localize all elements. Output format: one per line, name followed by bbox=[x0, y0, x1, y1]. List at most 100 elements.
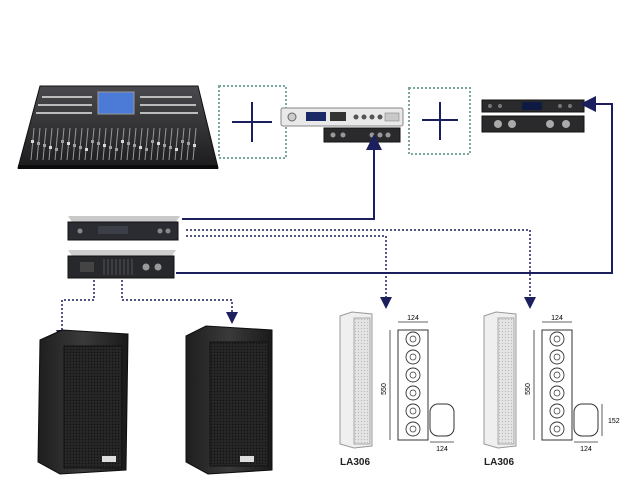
power-amplifier-1 bbox=[67, 216, 180, 241]
driver-cone bbox=[409, 353, 417, 361]
driver-cone bbox=[553, 407, 561, 415]
mixer-fader-cap bbox=[187, 142, 190, 145]
mixer-fader bbox=[174, 127, 179, 161]
speaker-cable-lines bbox=[56, 229, 536, 342]
mixer-fader bbox=[84, 127, 89, 161]
mixer-fader bbox=[180, 127, 185, 161]
digital-processor-right bbox=[481, 99, 585, 113]
plus-junction-icon bbox=[232, 102, 272, 142]
junction-box-2 bbox=[408, 87, 471, 155]
mixer-fader bbox=[90, 127, 95, 161]
column-speaker-1-model-label: LA306 bbox=[340, 457, 370, 468]
mixer-fader-cap bbox=[139, 146, 142, 149]
cable-to-column-2 bbox=[186, 229, 536, 309]
mixer-fader-cap bbox=[73, 144, 76, 147]
driver-cone bbox=[553, 353, 561, 361]
mixer-fader bbox=[54, 127, 59, 161]
mixer-fader-cap bbox=[85, 148, 88, 151]
column-speaker-2-model-label: LA306 bbox=[484, 457, 514, 468]
mixer-fader bbox=[48, 127, 53, 161]
mixer-fader-cap bbox=[175, 148, 178, 151]
mixer-fader-cap bbox=[109, 146, 112, 149]
mixer-fader-cap bbox=[91, 140, 94, 143]
driver-cone bbox=[553, 371, 561, 379]
mixer-fader-cap bbox=[43, 144, 46, 147]
driver-outline bbox=[549, 385, 565, 401]
cabinet-speaker-2 bbox=[185, 325, 273, 475]
power-amplifier-2 bbox=[67, 250, 176, 279]
driver-outline bbox=[405, 349, 421, 365]
mixer-fader-cap bbox=[55, 148, 58, 151]
brand-badge bbox=[240, 456, 254, 462]
mixer-fader-cap bbox=[79, 146, 82, 149]
amp2-to-right-processor-line bbox=[176, 96, 613, 274]
dim-height-2: 550 bbox=[525, 383, 532, 395]
driver-outline bbox=[405, 367, 421, 383]
mixer-fader-cap bbox=[163, 144, 166, 147]
cable-to-sub-1 bbox=[56, 280, 95, 342]
driver-cone bbox=[553, 335, 561, 343]
driver-cone bbox=[553, 389, 561, 397]
amp1-to-processor-line bbox=[182, 134, 382, 220]
plus-junction-icon bbox=[422, 102, 458, 140]
mixer-fader bbox=[144, 127, 149, 161]
driver-cone bbox=[409, 371, 417, 379]
driver-outline bbox=[549, 421, 565, 437]
mixer-fader-cap bbox=[61, 140, 64, 143]
digital-mixer bbox=[17, 85, 219, 169]
mixer-fader-cap bbox=[31, 140, 34, 143]
mixer-fader bbox=[114, 127, 119, 161]
driver-outline bbox=[549, 403, 565, 419]
mixer-fader-cap bbox=[157, 142, 160, 145]
dim-height-1: 550 bbox=[381, 383, 388, 395]
mixer-fader-cap bbox=[37, 142, 40, 145]
cable-to-column-1 bbox=[186, 235, 392, 309]
mixer-fader-cap bbox=[145, 148, 148, 151]
driver-cone bbox=[553, 425, 561, 433]
mixer-fader bbox=[30, 127, 35, 161]
brand-badge bbox=[102, 456, 116, 462]
dim-bottom-width-1: 124 bbox=[436, 446, 448, 453]
mixer-fader-cap bbox=[133, 144, 136, 147]
mixer-fader bbox=[168, 127, 173, 161]
dim-bottom-width-2: 124 bbox=[580, 446, 592, 453]
mixer-fader-cap bbox=[193, 144, 196, 147]
driver-outline bbox=[549, 349, 565, 365]
signal-lines bbox=[176, 96, 613, 274]
mixer-fader-cap bbox=[49, 146, 52, 149]
driver-outline bbox=[405, 421, 421, 437]
mixer-fader bbox=[120, 127, 125, 161]
mixer-faders bbox=[30, 127, 197, 161]
mixer-fader-cap bbox=[127, 142, 130, 145]
column-speaker-2-dimension-drawing bbox=[533, 321, 603, 443]
speaker-processor bbox=[280, 107, 404, 127]
mixer-fader bbox=[150, 127, 155, 161]
mixer-fader-cap bbox=[121, 140, 124, 143]
mixer-fader-cap bbox=[181, 140, 184, 143]
driver-outline bbox=[405, 403, 421, 419]
dim-width-1: 124 bbox=[407, 315, 419, 322]
power-amplifier-right bbox=[481, 115, 585, 133]
processor-rear-panel bbox=[323, 127, 401, 143]
mixer-fader-cap bbox=[103, 144, 106, 147]
driver-outline bbox=[405, 385, 421, 401]
cable-to-sub-2 bbox=[121, 280, 238, 324]
dim-width-2: 124 bbox=[551, 315, 563, 322]
driver-outline bbox=[549, 367, 565, 383]
junction-box-1 bbox=[218, 85, 287, 159]
mixer-fader-cap bbox=[151, 140, 154, 143]
cabinet-speaker-1 bbox=[37, 329, 129, 475]
mixer-fader bbox=[138, 127, 143, 161]
mixer-screen bbox=[97, 91, 135, 115]
column-speaker-1-dimension-drawing bbox=[389, 321, 455, 443]
mixer-fader bbox=[78, 127, 83, 161]
mixer-fader-cap bbox=[115, 148, 118, 151]
column-speaker-1 bbox=[339, 311, 373, 449]
mixer-fader bbox=[60, 127, 65, 161]
driver-outline bbox=[549, 331, 565, 347]
driver-cone bbox=[409, 389, 417, 397]
mixer-fader-cap bbox=[97, 142, 100, 145]
mixer-fader-cap bbox=[169, 146, 172, 149]
driver-outline bbox=[405, 331, 421, 347]
